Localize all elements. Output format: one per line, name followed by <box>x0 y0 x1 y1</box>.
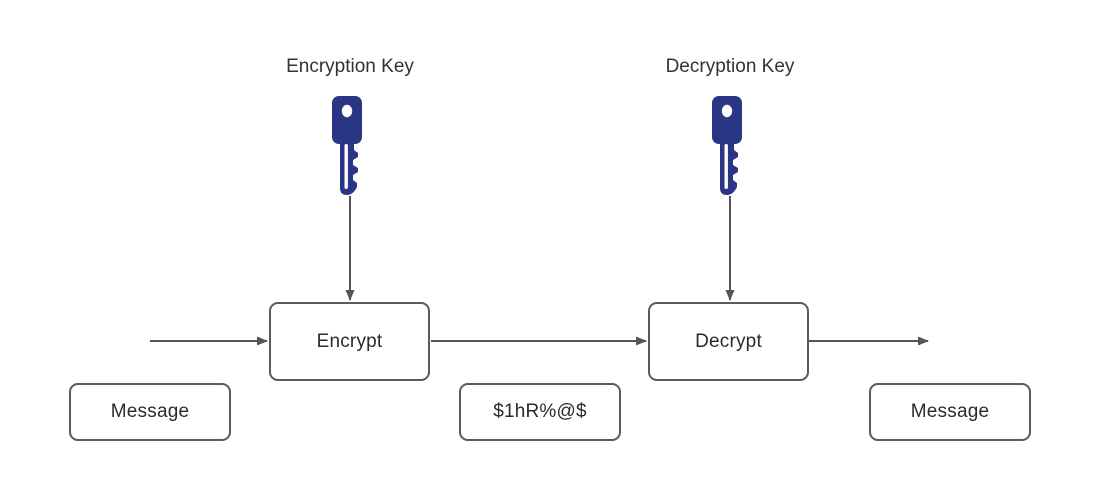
decryption-key-icon-wrap <box>707 96 753 198</box>
message-input-node[interactable]: Message <box>69 383 231 441</box>
decryption-key-label: Decryption Key <box>665 56 795 77</box>
decrypt-node[interactable]: Decrypt <box>648 302 809 381</box>
ciphertext-node[interactable]: $1hR%@$ <box>459 383 621 441</box>
encrypt-node[interactable]: Encrypt <box>269 302 430 381</box>
message-output-node[interactable]: Message <box>869 383 1031 441</box>
encryption-key-label: Encryption Key <box>286 56 414 77</box>
key-icon <box>712 96 742 195</box>
encryption-key-icon-wrap <box>327 96 373 198</box>
key-icon <box>332 96 362 195</box>
